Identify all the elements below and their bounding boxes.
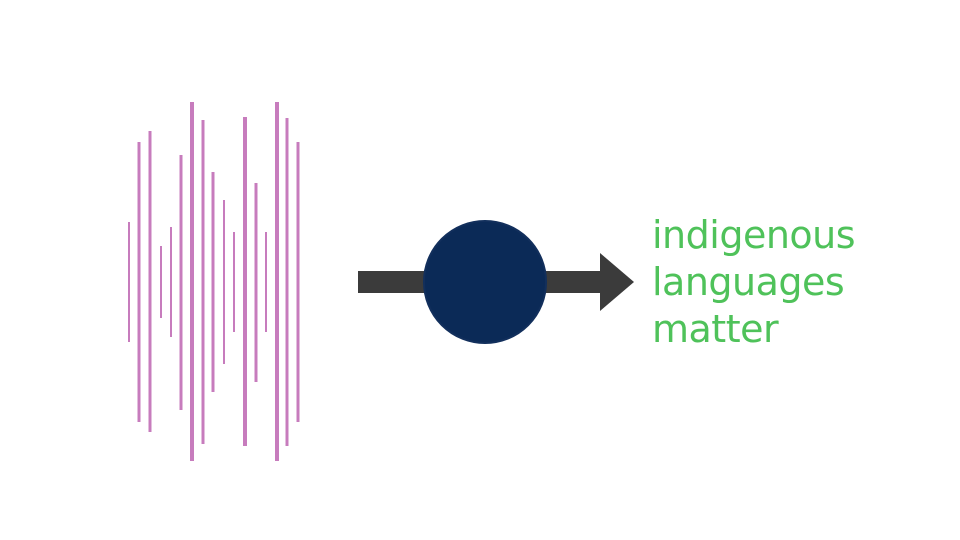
circle-node-icon bbox=[423, 220, 547, 344]
message-line-1: indigenous bbox=[652, 213, 856, 257]
message-line-2: languages bbox=[652, 260, 845, 304]
message-line-3: matter bbox=[652, 307, 779, 351]
message-text: indigenous languages matter bbox=[652, 212, 856, 353]
right-arrow-icon bbox=[600, 253, 634, 311]
